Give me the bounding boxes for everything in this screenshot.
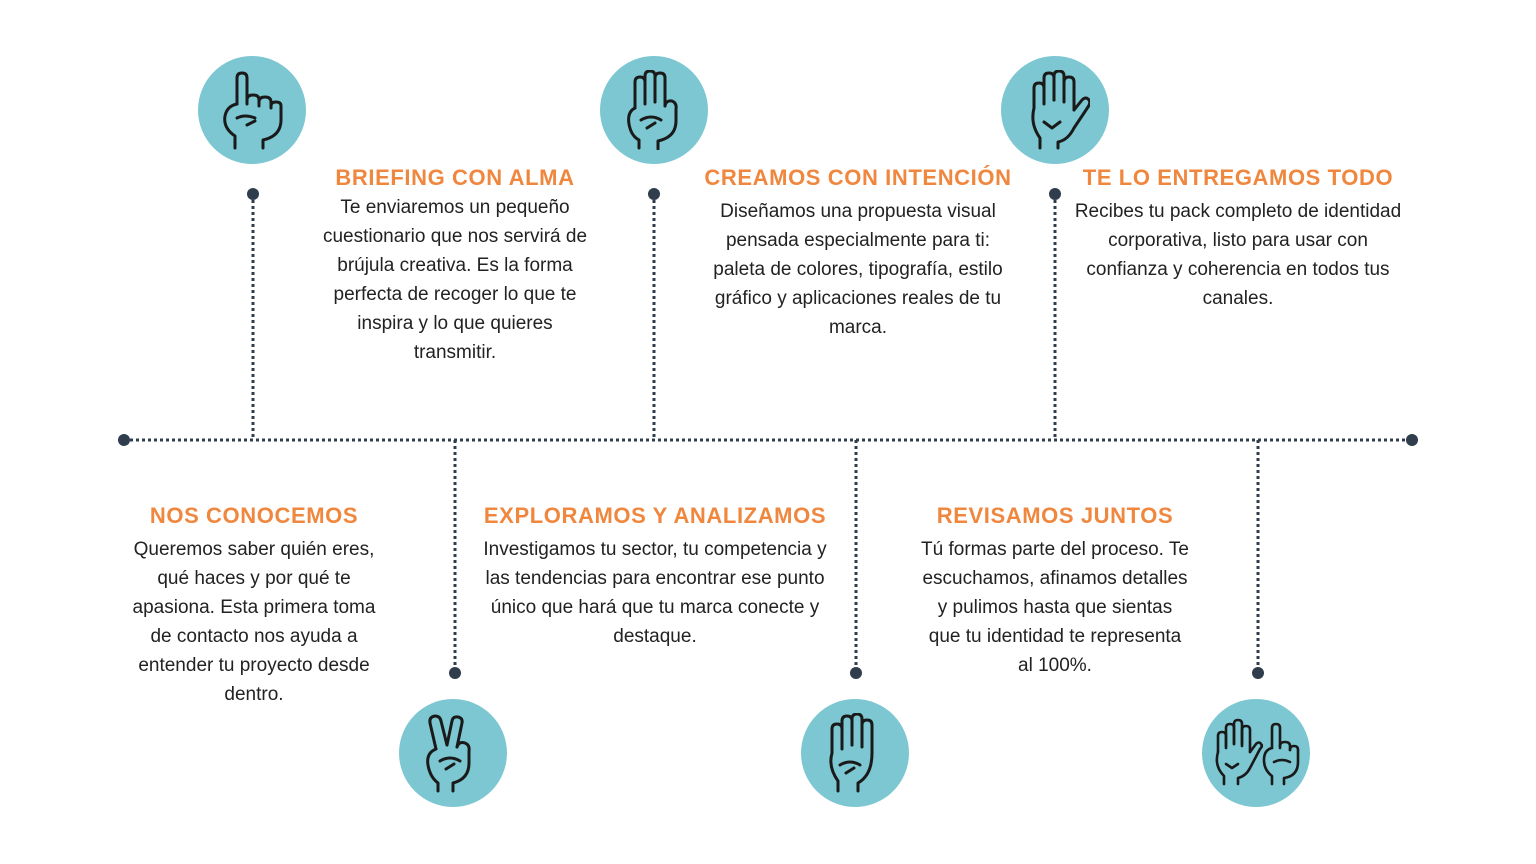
- one-finger-hand-drawing: [223, 71, 283, 150]
- four-finger-hand-drawing: [829, 713, 874, 793]
- open-hand-drawing: [1031, 70, 1090, 150]
- connector-dot-5: [1252, 667, 1264, 679]
- connector-dot-4: [648, 188, 660, 200]
- two-finger-hand-icon: [399, 699, 507, 807]
- one-finger-hand-icon: [198, 56, 306, 164]
- six-fingers-hands-icon: [1202, 699, 1310, 807]
- step-2-title: BRIEFING CON ALMA: [335, 165, 575, 190]
- four-finger-hand-icon: [801, 699, 909, 807]
- connector-dot-1: [449, 667, 461, 679]
- step-3-title: EXPLORAMOS Y ANALIZAMOS: [483, 503, 827, 528]
- step-6-description: Recibes tu pack completo de identidad co…: [1074, 201, 1402, 309]
- step-2-description: Te enviaremos un pequeño cuestionario qu…: [322, 197, 588, 363]
- timeline-end-dot: [1406, 434, 1418, 446]
- three-finger-hand-drawing: [627, 70, 678, 150]
- step-5-title: REVISAMOS JUNTOS: [936, 503, 1174, 528]
- six-fingers-hands-drawing: [1215, 718, 1300, 786]
- timeline-start-dot: [118, 434, 130, 446]
- step-3-description: Investigamos tu sector, tu competencia y…: [483, 539, 827, 647]
- two-finger-hand-drawing: [426, 714, 471, 793]
- open-hand-icon: [1001, 56, 1109, 164]
- connector-dot-6: [1049, 188, 1061, 200]
- step-5-description: Tú formas parte del proceso. Te escucham…: [921, 539, 1189, 676]
- connector-dot-3: [850, 667, 862, 679]
- step-4-title: CREAMOS CON INTENCIÓN: [704, 165, 1012, 190]
- step-4-description: Diseñamos una propuesta visual pensada e…: [713, 201, 1003, 338]
- step-6-title: TE LO ENTREGAMOS TODO: [1082, 165, 1394, 190]
- step-1-title: NOS CONOCEMOS: [149, 503, 359, 528]
- step-1-description: Queremos saber quién eres, qué haces y p…: [132, 539, 376, 705]
- three-finger-hand-icon: [600, 56, 708, 164]
- connector-dot-2: [247, 188, 259, 200]
